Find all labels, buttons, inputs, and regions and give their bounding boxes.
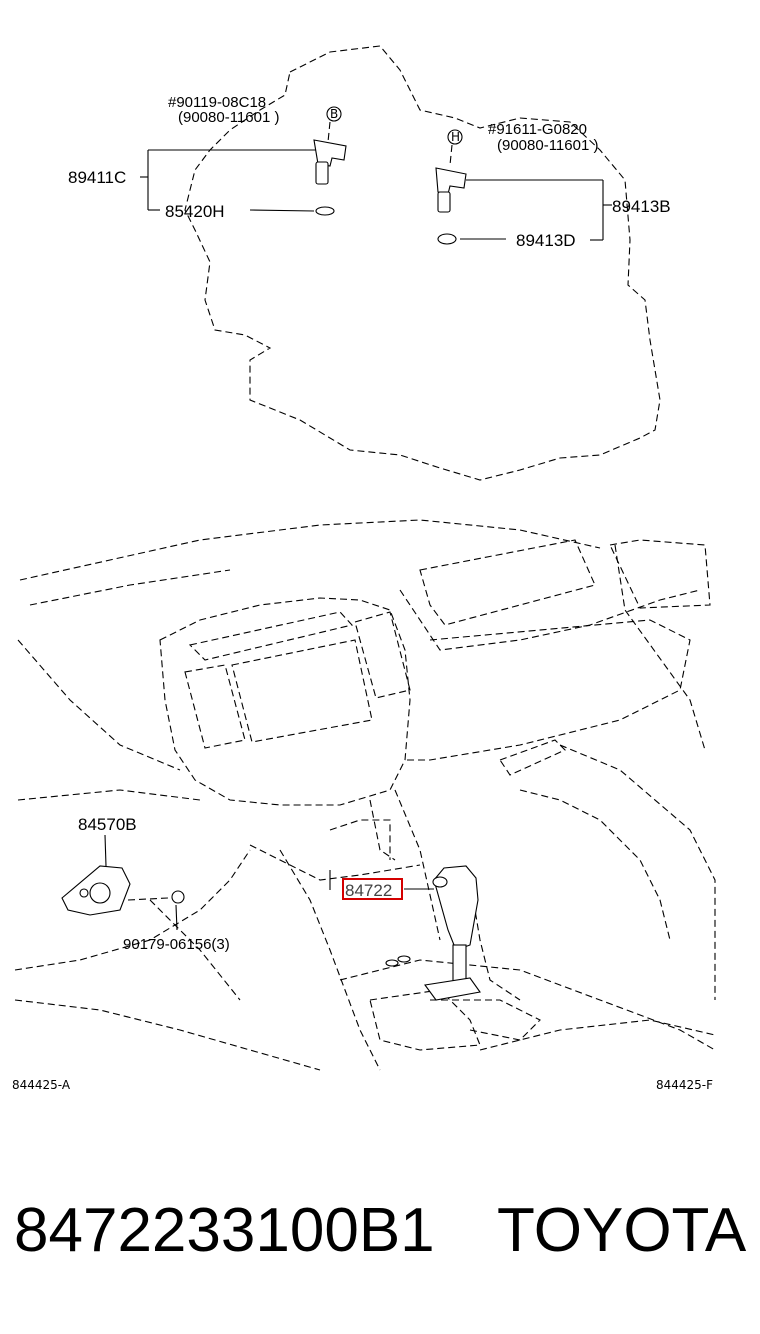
label-bolt-right: #91611-G0820: [488, 121, 587, 138]
leader-lines-top: [140, 149, 612, 241]
footer-brand: TOYOTA: [497, 1196, 747, 1265]
diagram-code-right: 844425-F: [656, 1078, 713, 1092]
sensor-right-assembly: H: [435, 129, 467, 245]
diagram-code-left: 844425-A: [12, 1078, 71, 1092]
label-sensor-left: 89411C: [68, 168, 126, 187]
label-switch: 84570B: [78, 815, 137, 834]
label-highlight-part: 84722: [345, 881, 392, 900]
dashboard-outline: [14, 519, 716, 1071]
shift-lever-part: [329, 865, 481, 1001]
label-washer-right: 89413D: [516, 231, 576, 250]
bolt-right-marker: H: [451, 130, 460, 144]
label-washer-left: 85420H: [165, 202, 225, 221]
footer-part-number: 8472233100B1: [14, 1196, 435, 1265]
label-bolt-left: #90119-08C18: [168, 94, 266, 111]
label-bolt-right-alt: (90080-11601 ): [497, 137, 598, 154]
engine-outline: [184, 45, 661, 481]
switch-part: [61, 834, 185, 931]
label-clip: 90179-06156(3): [123, 936, 230, 953]
label-sensor-right: 89413B: [612, 197, 671, 216]
label-bolt-left-alt: (90080-11601 ): [178, 109, 279, 126]
highlight-box: [342, 878, 403, 900]
sensor-left-assembly: B: [313, 106, 347, 216]
bolt-left-marker: B: [330, 107, 338, 121]
